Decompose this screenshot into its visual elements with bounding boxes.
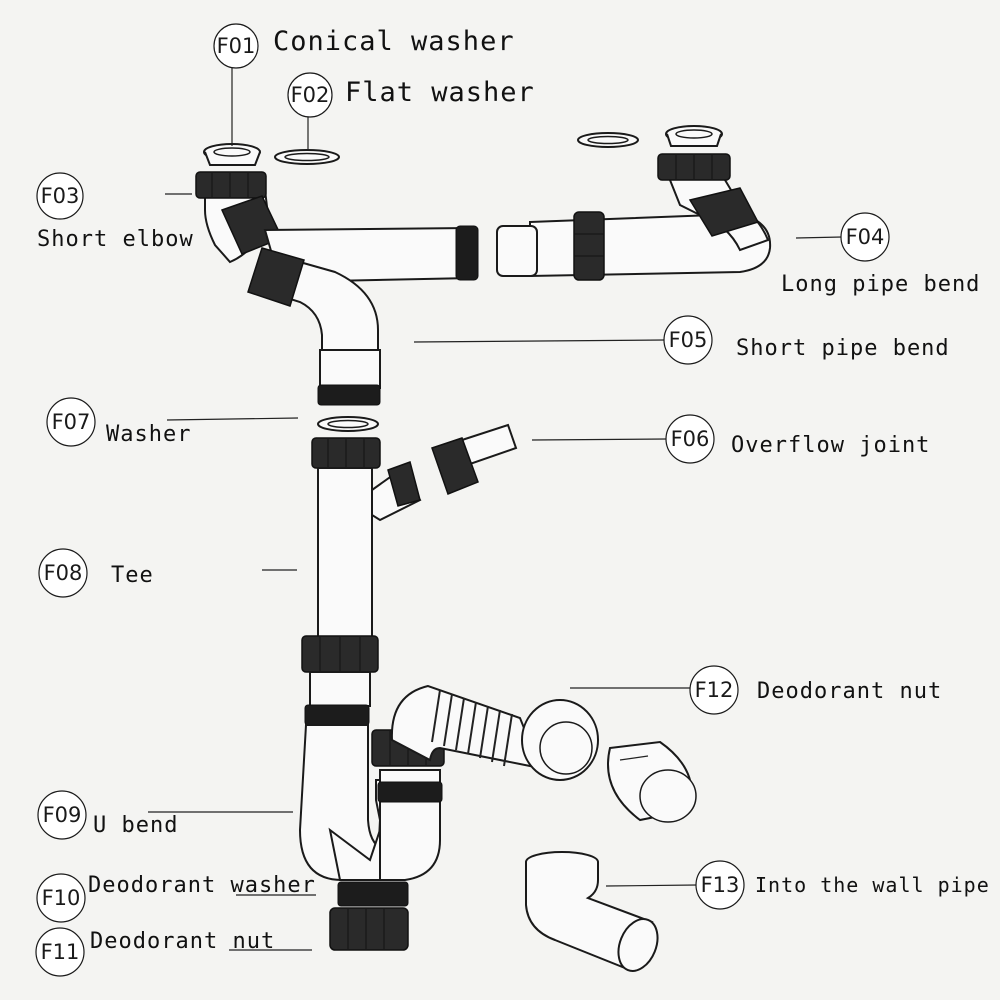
callout-code: F06	[671, 427, 710, 451]
callout-f10: F10 Deodorant washer	[36, 873, 316, 923]
callout-f06: F06 Overflow joint	[531, 414, 930, 464]
callout-code: F09	[43, 803, 82, 827]
corrugated-hose-part	[390, 684, 599, 781]
callout-name: Tee	[111, 563, 154, 588]
deodorant-nut-right-part	[607, 740, 697, 823]
callout-code: F12	[695, 678, 734, 702]
parts-illustration	[195, 125, 772, 972]
conical-washer-part	[203, 143, 261, 166]
short-pipe-bend-part	[247, 247, 381, 406]
overflow-joint-part	[431, 423, 518, 495]
callout-code: F05	[669, 328, 708, 352]
callout-name: Into the wall pipe	[755, 873, 990, 897]
callout-name: Overflow joint	[731, 433, 930, 458]
callout-f09: F09 U bend	[37, 790, 293, 840]
washer-part	[317, 416, 379, 432]
callout-name: Short elbow	[37, 227, 194, 252]
into-the-wall-pipe-part	[525, 851, 659, 972]
tee-part	[301, 437, 422, 707]
right-conical-washer-part	[665, 125, 723, 147]
callout-name: Flat washer	[345, 77, 535, 108]
callout-code: F01	[217, 34, 256, 58]
flat-washer-part	[274, 149, 340, 165]
short-elbow-part	[195, 171, 284, 264]
callout-f13: F13 Into the wall pipe	[605, 860, 990, 910]
callout-name: Deodorant nut	[90, 929, 275, 954]
callout-f12: F12 Deodorant nut	[570, 665, 942, 715]
right-flat-washer-part	[577, 132, 639, 148]
deodorant-washer-part	[337, 881, 409, 907]
long-pipe-bend-part	[496, 153, 772, 281]
callout-layer: F01 Conical washer F02 Flat washer F03 S…	[35, 23, 990, 977]
callout-f03: F03 Short elbow	[36, 172, 194, 252]
deodorant-nut-part	[329, 907, 409, 951]
callout-code: F02	[291, 83, 330, 107]
callout-name: U bend	[93, 813, 178, 838]
callout-f07: F07 Washer	[46, 397, 299, 447]
callout-f05: F05 Short pipe bend	[413, 315, 950, 365]
callout-code: F07	[52, 410, 91, 434]
callout-f11: F11 Deodorant nut	[35, 927, 312, 977]
callout-code: F10	[42, 886, 81, 910]
callout-code: F08	[44, 561, 83, 585]
callout-name: Conical washer	[273, 26, 515, 57]
callout-name: Deodorant nut	[757, 679, 942, 704]
callout-name: Short pipe bend	[736, 336, 950, 361]
callout-f02: F02 Flat washer	[287, 72, 535, 150]
callout-f04: F04 Long pipe bend	[781, 212, 980, 297]
callout-f08: F08 Tee	[38, 548, 297, 598]
callout-code: F13	[701, 873, 740, 897]
callout-name: Long pipe bend	[781, 272, 980, 297]
callout-name: Deodorant washer	[88, 873, 316, 898]
u-bend-part	[298, 704, 445, 882]
callout-name: Washer	[106, 422, 191, 447]
callout-code: F11	[41, 940, 80, 964]
callout-code: F04	[846, 225, 885, 249]
callout-f01: F01 Conical washer	[213, 23, 515, 146]
callout-code: F03	[41, 184, 80, 208]
